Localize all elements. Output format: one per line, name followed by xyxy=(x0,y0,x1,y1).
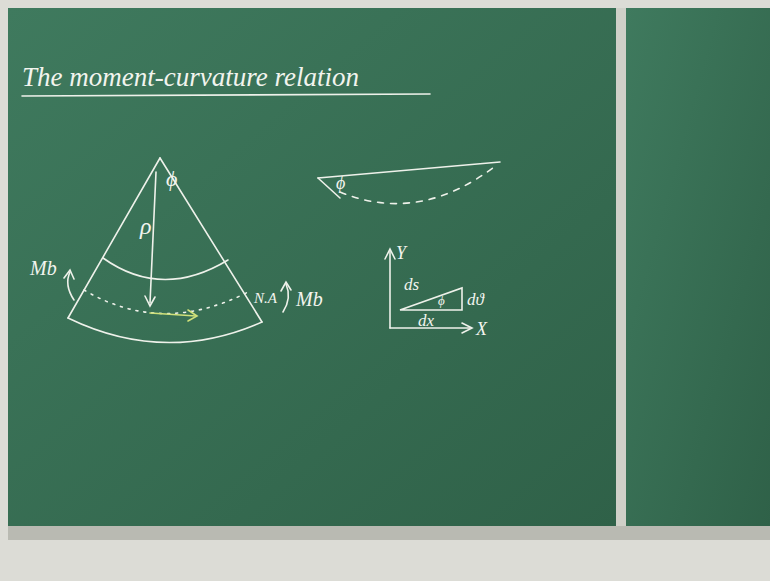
outer-arc xyxy=(68,318,262,343)
arrow-head xyxy=(145,296,155,306)
neutral-axis-arc xyxy=(84,290,248,314)
arrow-head xyxy=(462,323,472,333)
inner-arc xyxy=(103,258,228,280)
title-underline xyxy=(22,94,430,96)
y-axis xyxy=(389,250,391,328)
chalk-label: Y xyxy=(396,244,406,262)
sector-edge xyxy=(68,158,160,318)
chalk-label: X xyxy=(476,320,487,338)
chalk-label: ρ xyxy=(140,214,152,238)
chalk-label: ϕ xyxy=(438,294,445,307)
moment-arrow xyxy=(283,284,288,312)
chalk-label: dx xyxy=(418,312,434,329)
chalk-label: ϕ xyxy=(166,168,177,190)
board-divider xyxy=(616,8,626,538)
chalk-label: ds xyxy=(404,276,419,293)
arrow-head xyxy=(385,249,395,259)
chalk-label: Mb xyxy=(296,289,323,309)
chalk-label: ϕ xyxy=(336,174,345,192)
arrow-head xyxy=(281,282,291,291)
chalk-label: N.A xyxy=(254,291,277,306)
side-board xyxy=(626,8,770,528)
arrow-head xyxy=(188,310,197,321)
chalk-ledge xyxy=(8,526,770,540)
sector-edge xyxy=(160,158,262,322)
arrow-head xyxy=(64,270,74,279)
deflected-curve xyxy=(340,164,498,204)
fibre-arrow xyxy=(150,313,196,316)
chalk-label: Mb xyxy=(30,258,57,278)
board-title: The moment-curvature relation xyxy=(22,64,359,91)
main-board xyxy=(8,8,616,528)
chalk-label: dϑ xyxy=(467,291,484,308)
